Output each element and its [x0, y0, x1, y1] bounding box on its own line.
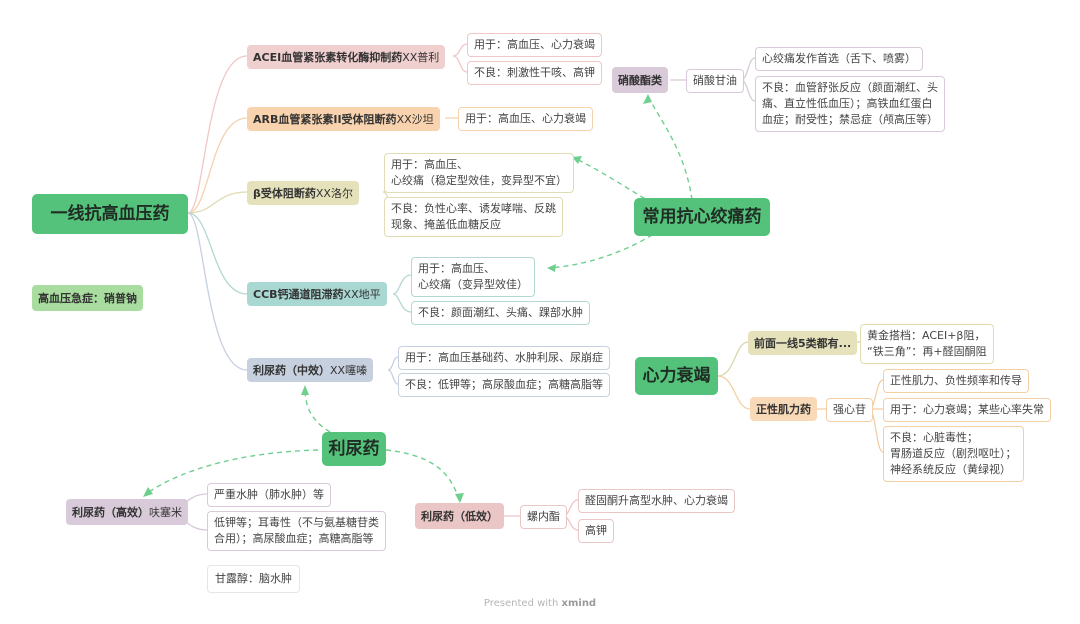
spironolactone-adverse[interactable]: 高钾: [578, 519, 614, 543]
main-topic-heart-failure[interactable]: 心力衰竭: [635, 357, 718, 395]
glycoside-adverse[interactable]: 不良：心脏毒性； 胃肠道反应（剧烈呕吐）； 神经系统反应（黄绿视）: [883, 426, 1024, 482]
loop-diuretic-suffix: 呋塞米: [149, 505, 182, 519]
loop-diuretic-topic[interactable]: 利尿药（高效）呋塞米: [66, 499, 188, 525]
ccb-use-line2: 心绞痛（变异型效佳）: [418, 278, 528, 291]
hf-previous-classes[interactable]: 前面一线5类都有...: [748, 331, 858, 355]
ccb-name: CCB钙通道阻滞药: [253, 287, 344, 301]
thiazide-use[interactable]: 用于：高血压基础药、水肿利尿、尿崩症: [398, 346, 610, 370]
nitroglycerin-adverse-line1: 不良：血管舒张反应（颜面潮红、头: [762, 81, 938, 94]
nitroglycerin-adverse[interactable]: 不良：血管舒张反应（颜面潮红、头 痛、直立性低血压）；高铁血红蛋白 血症；耐受性…: [755, 76, 945, 132]
glycoside-effect-text: 正性肌力、负性频率和传导: [890, 374, 1022, 387]
nitroglycerin-adverse-line2: 痛、直立性低血压）；高铁血红蛋白: [762, 97, 933, 110]
beta-blocker-adverse-line2: 现象、掩盖低血糖反应: [391, 218, 501, 231]
beta-blocker-use-line2: 心绞痛（稳定型效佳，变异型不宜）: [391, 174, 567, 187]
cardiac-glycoside-label: 强心苷: [833, 403, 866, 416]
main-topic-label: 利尿药: [328, 438, 380, 459]
acei-name: ACEI血管紧张素转化酶抑制药: [253, 50, 403, 64]
thiazide-adverse-text: 不良：低钾等；高尿酸血症；高糖高脂等: [405, 378, 603, 391]
ccb-use[interactable]: 用于：高血压、 心绞痛（变异型效佳）: [411, 257, 535, 297]
glycoside-adverse-line1: 不良：心脏毒性；: [890, 431, 978, 444]
loop-diuretic-adverse-line2: 合用）；高尿酸血症；高糖高脂等: [214, 532, 374, 545]
footer-watermark: Presented with xmind: [0, 598, 1080, 609]
footer-brand: xmind: [561, 598, 597, 609]
low-diuretic-label: 利尿药（低效）: [421, 509, 498, 523]
beta-blocker-adverse[interactable]: 不良：负性心率、诱发哮喘、反跳 现象、掩盖低血糖反应: [384, 197, 563, 237]
main-topic-label: 心力衰竭: [642, 365, 711, 386]
acei-adverse[interactable]: 不良：刺激性干咳、高钾: [467, 61, 602, 85]
emergency-note[interactable]: 高血压急症：硝普钠: [32, 285, 143, 311]
nitroglycerin-label: 硝酸甘油: [693, 74, 737, 87]
hf-golden-line1: 黄金搭档：ACEI+β阻，: [867, 329, 986, 342]
footer-prefix: Presented with: [483, 598, 559, 609]
ccb-use-line1: 用于：高血压、: [418, 262, 495, 275]
acei-use[interactable]: 用于：高血压、心力衰竭: [467, 33, 602, 57]
glycoside-effect[interactable]: 正性肌力、负性频率和传导: [883, 369, 1029, 393]
thiazide-adverse[interactable]: 不良：低钾等；高尿酸血症；高糖高脂等: [398, 373, 610, 397]
spironolactone-adverse-text: 高钾: [585, 524, 607, 537]
acei-suffix: XX普利: [402, 50, 440, 64]
nitroglycerin[interactable]: 硝酸甘油: [686, 69, 744, 93]
mannitol-text: 甘露醇：脑水肿: [215, 572, 292, 585]
thiazide-name: 利尿药（中效）: [253, 363, 330, 377]
main-topic-diuretics[interactable]: 利尿药: [322, 432, 386, 466]
spironolactone-use[interactable]: 醛固酮升高型水肿、心力衰竭: [578, 489, 735, 513]
cardiac-glycoside[interactable]: 强心苷: [826, 398, 873, 422]
nitroglycerin-first-choice[interactable]: 心绞痛发作首选（舌下、喷雾）: [755, 47, 923, 71]
arb-use[interactable]: 用于：高血压、心力衰竭: [458, 107, 593, 131]
nitroglycerin-adverse-line3: 血症；耐受性；禁忌症（颅高压等）: [762, 113, 938, 126]
spironolactone[interactable]: 螺内酯: [520, 505, 567, 529]
glycoside-use[interactable]: 用于：心力衰竭；某些心率失常: [883, 398, 1051, 422]
thiazide-use-text: 用于：高血压基础药、水肿利尿、尿崩症: [405, 351, 603, 364]
mannitol-note[interactable]: 甘露醇：脑水肿: [207, 565, 300, 593]
main-topic-label: 常用抗心绞痛药: [642, 206, 762, 227]
ccb-adverse[interactable]: 不良：颜面潮红、头痛、踝部水肿: [411, 301, 590, 325]
loop-diuretic-adverse[interactable]: 低钾等；耳毒性（不与氨基糖苷类 合用）；高尿酸血症；高糖高脂等: [207, 511, 386, 551]
nitroglycerin-first-choice-text: 心绞痛发作首选（舌下、喷雾）: [762, 52, 916, 65]
glycoside-adverse-line3: 神经系统反应（黄绿视）: [890, 463, 1011, 476]
arb-use-text: 用于：高血压、心力衰竭: [465, 112, 586, 125]
acei-use-text: 用于：高血压、心力衰竭: [474, 38, 595, 51]
inotrope-label: 正性肌力药: [756, 402, 811, 416]
loop-diuretic-use-text: 严重水肿（肺水肿）等: [214, 488, 324, 501]
low-diuretic-topic[interactable]: 利尿药（低效）: [415, 503, 504, 529]
nitrate-label: 硝酸酯类: [618, 73, 662, 87]
hf-previous-label: 前面一线5类都有...: [754, 336, 852, 350]
emergency-label: 高血压急症：硝普钠: [38, 291, 137, 305]
glycoside-adverse-line2: 胃肠道反应（剧烈呕吐）；: [890, 447, 1017, 460]
acei-adverse-text: 不良：刺激性干咳、高钾: [474, 66, 595, 79]
hf-golden-line2: “铁三角”：再+醛固酮阻: [867, 345, 987, 358]
beta-blocker-name: β受体阻断药: [253, 186, 316, 200]
spironolactone-label: 螺内酯: [527, 510, 560, 523]
thiazide-topic[interactable]: 利尿药（中效）XX噻嗪: [247, 358, 374, 382]
arb-suffix: XX沙坦: [396, 112, 434, 126]
nitrate-topic[interactable]: 硝酸酯类: [612, 67, 668, 93]
main-topic-antianginal[interactable]: 常用抗心绞痛药: [634, 198, 770, 236]
glycoside-use-text: 用于：心力衰竭；某些心率失常: [890, 403, 1044, 416]
main-topic-label: 一线抗高血压药: [50, 203, 170, 224]
spironolactone-use-text: 醛固酮升高型水肿、心力衰竭: [585, 494, 728, 507]
loop-diuretic-adverse-line1: 低钾等；耳毒性（不与氨基糖苷类: [214, 516, 379, 529]
beta-blocker-use[interactable]: 用于：高血压、 心绞痛（稳定型效佳，变异型不宜）: [384, 153, 574, 193]
beta-blocker-suffix: XX洛尔: [315, 186, 353, 200]
thiazide-suffix: XX噻嗪: [330, 363, 368, 377]
ccb-adverse-text: 不良：颜面潮红、头痛、踝部水肿: [418, 306, 583, 319]
beta-blocker-adverse-line1: 不良：负性心率、诱发哮喘、反跳: [391, 202, 556, 215]
inotrope-topic[interactable]: 正性肌力药: [750, 397, 817, 421]
beta-blocker-use-line1: 用于：高血压、: [391, 158, 468, 171]
main-topic-antihypertensive[interactable]: 一线抗高血压药: [32, 194, 188, 234]
loop-diuretic-name: 利尿药（高效）: [72, 505, 149, 519]
arb-name: ARB血管紧张素II受体阻断药: [253, 112, 397, 126]
loop-diuretic-use[interactable]: 严重水肿（肺水肿）等: [207, 483, 331, 507]
ccb-suffix: XX地平: [343, 287, 381, 301]
hf-golden-combo[interactable]: 黄金搭档：ACEI+β阻， “铁三角”：再+醛固酮阻: [860, 324, 994, 364]
